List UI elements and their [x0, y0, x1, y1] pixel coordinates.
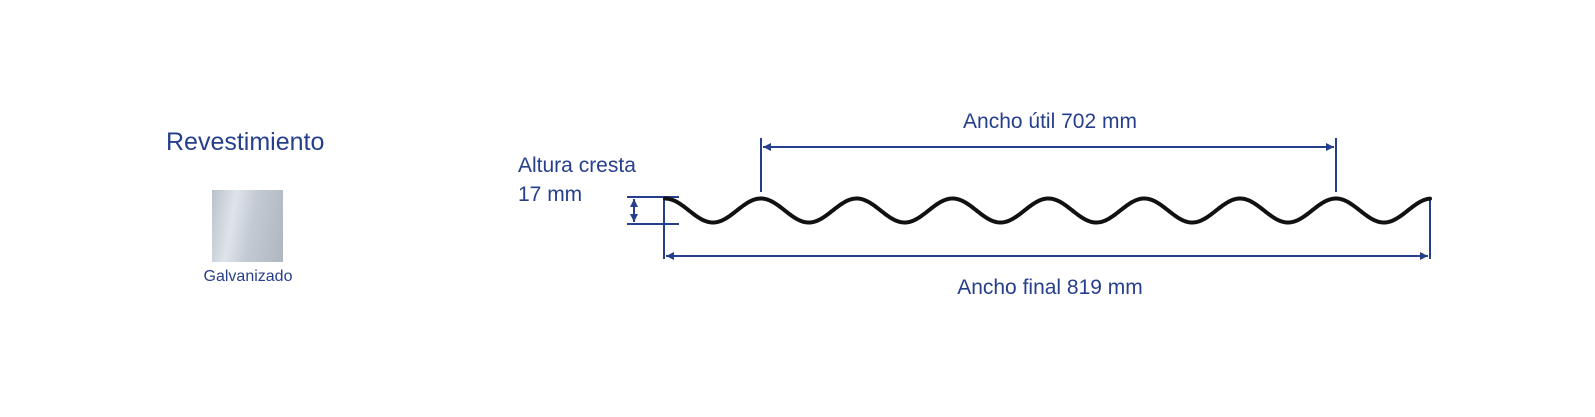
crest-height-text: Altura cresta: [518, 154, 636, 177]
galvanized-swatch: [212, 190, 283, 262]
useful-width-label: Ancho útil 702 mm: [963, 110, 1137, 133]
corrugated-profile: [663, 196, 1432, 225]
crest-height-label: Altura cresta 17 mm: [518, 151, 636, 209]
final-width-label: Ancho final 819 mm: [957, 276, 1143, 299]
swatch-label: Galvanizado: [203, 268, 293, 285]
coating-title: Revestimiento: [166, 128, 325, 156]
crest-height-value: 17 mm: [518, 183, 583, 206]
